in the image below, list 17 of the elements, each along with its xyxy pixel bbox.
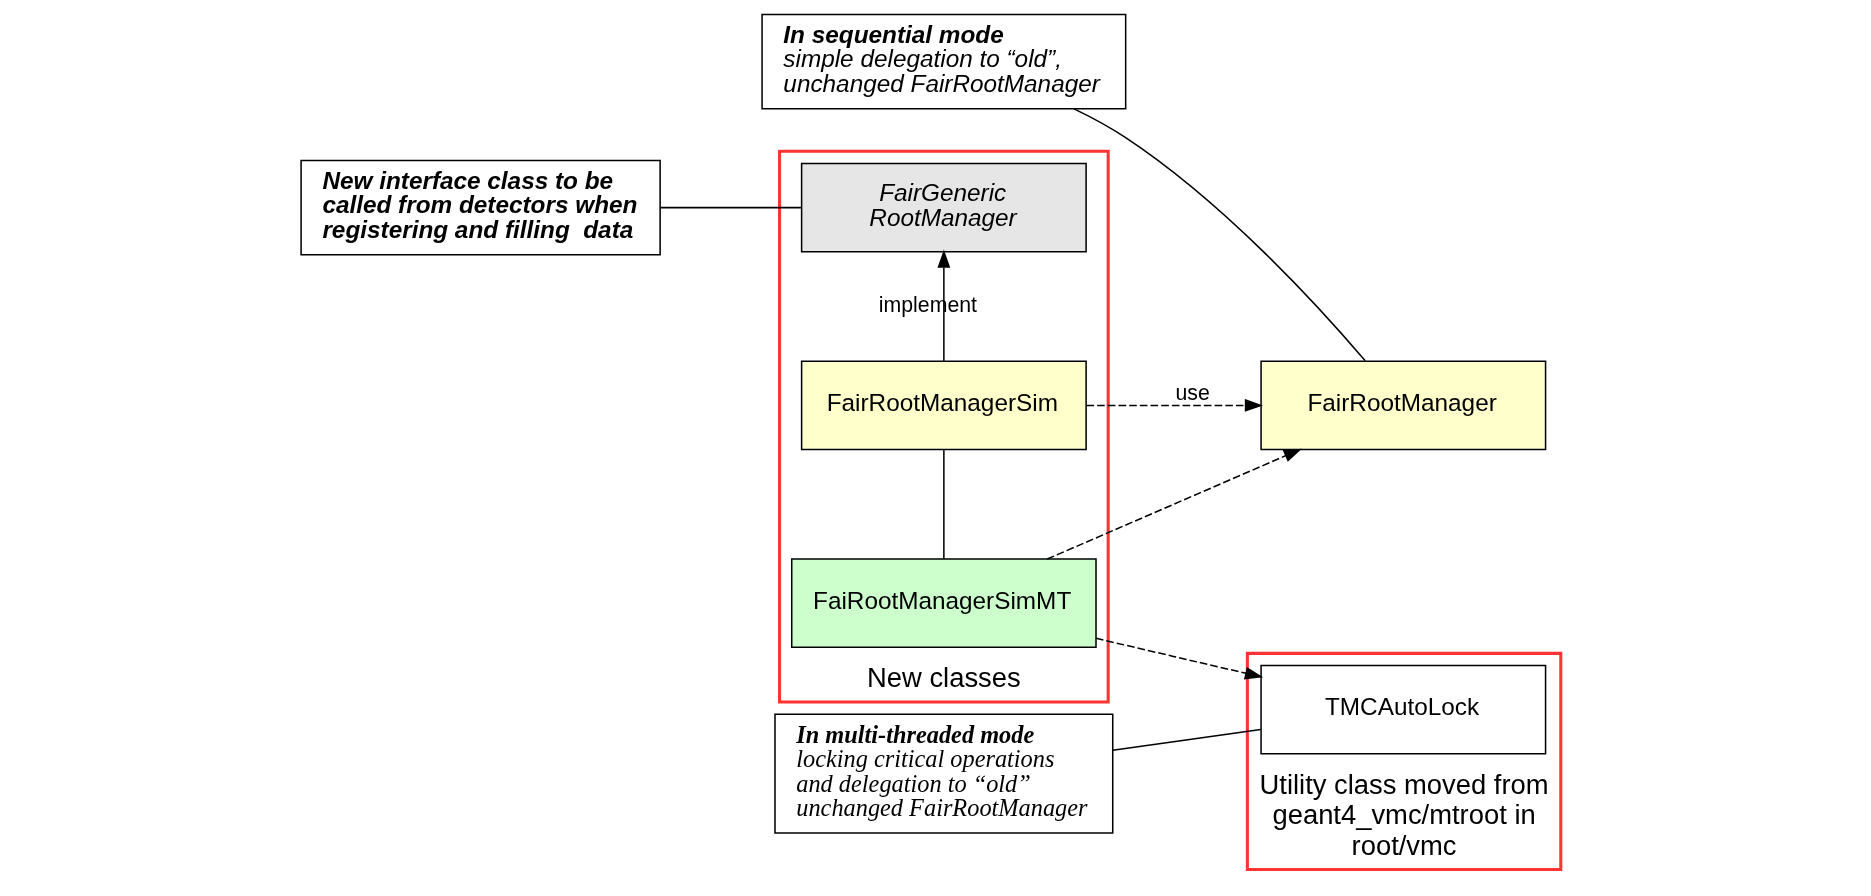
node-box: In multi-threaded mode locking critical operations and delegation to “old” unchanged FairRootManager	[774, 713, 1114, 834]
node-box: FairGeneric RootManager	[800, 162, 1087, 253]
node-box: TMCAutoLock	[1260, 664, 1547, 755]
node-box: FaiRootManagerSimMT	[790, 558, 1097, 649]
node-box: In sequential mode simple delegation to “old”, unchanged FairRootManager	[761, 13, 1127, 110]
connector	[659, 206, 802, 209]
connector	[943, 448, 945, 560]
arrow	[1095, 637, 1264, 680]
arrow	[1046, 448, 1302, 560]
connector	[1112, 728, 1262, 751]
edge-label: use	[1175, 380, 1210, 405]
node-box: FairRootManagerSim	[800, 360, 1087, 451]
arrow	[1085, 399, 1264, 412]
node-box: FairRootManager	[1260, 360, 1547, 451]
node-box: New interface class to be called from detectors when registering and filling data	[300, 159, 661, 256]
connector	[1073, 108, 1366, 362]
arrow	[937, 249, 951, 362]
